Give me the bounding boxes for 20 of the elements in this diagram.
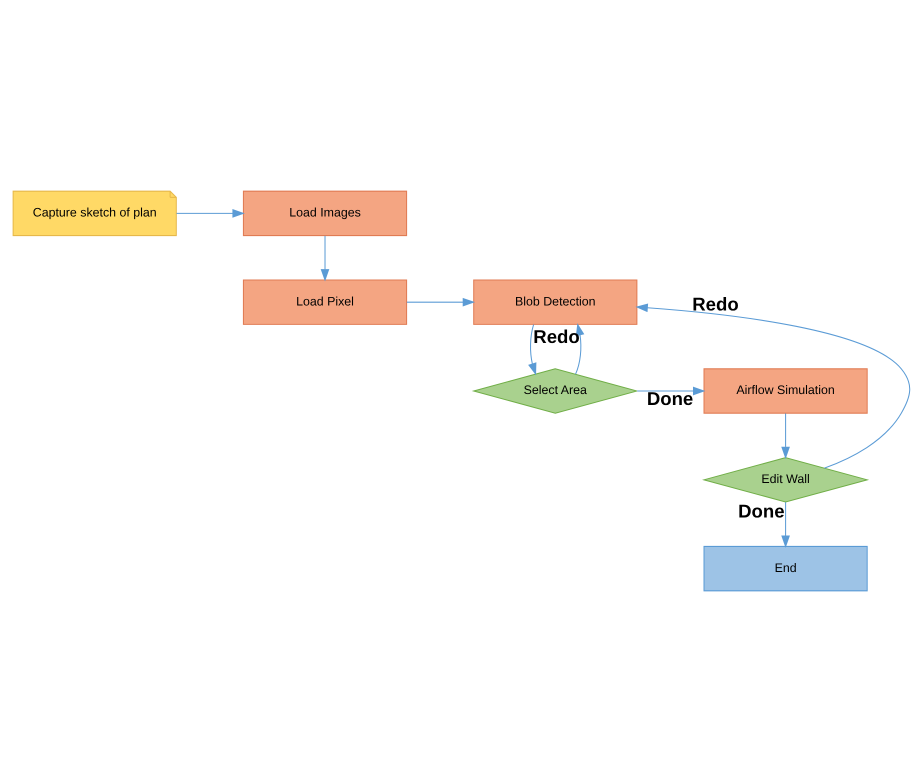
arrow xyxy=(528,324,536,375)
arrow xyxy=(406,297,475,306)
edge-label: Redo xyxy=(692,292,738,314)
node-box: Blob Detection xyxy=(472,278,637,324)
arrow xyxy=(636,386,705,395)
arrow xyxy=(176,208,244,218)
node-box: Load Pixel xyxy=(242,278,407,324)
node-diamond: Edit Wall xyxy=(702,456,869,502)
node-box: Load Images xyxy=(242,190,407,236)
node-box: Airflow Simulation xyxy=(703,368,868,414)
arrow xyxy=(574,322,584,374)
arrow xyxy=(780,502,790,548)
arrow xyxy=(780,412,790,459)
node-box: End xyxy=(703,545,868,591)
edge-label: Done xyxy=(738,500,784,522)
node-diamond: Select Area xyxy=(471,368,638,414)
arrow xyxy=(634,302,910,468)
edge-label: Redo xyxy=(532,325,580,346)
edge-label: Done xyxy=(646,387,693,408)
arrow xyxy=(320,235,329,282)
